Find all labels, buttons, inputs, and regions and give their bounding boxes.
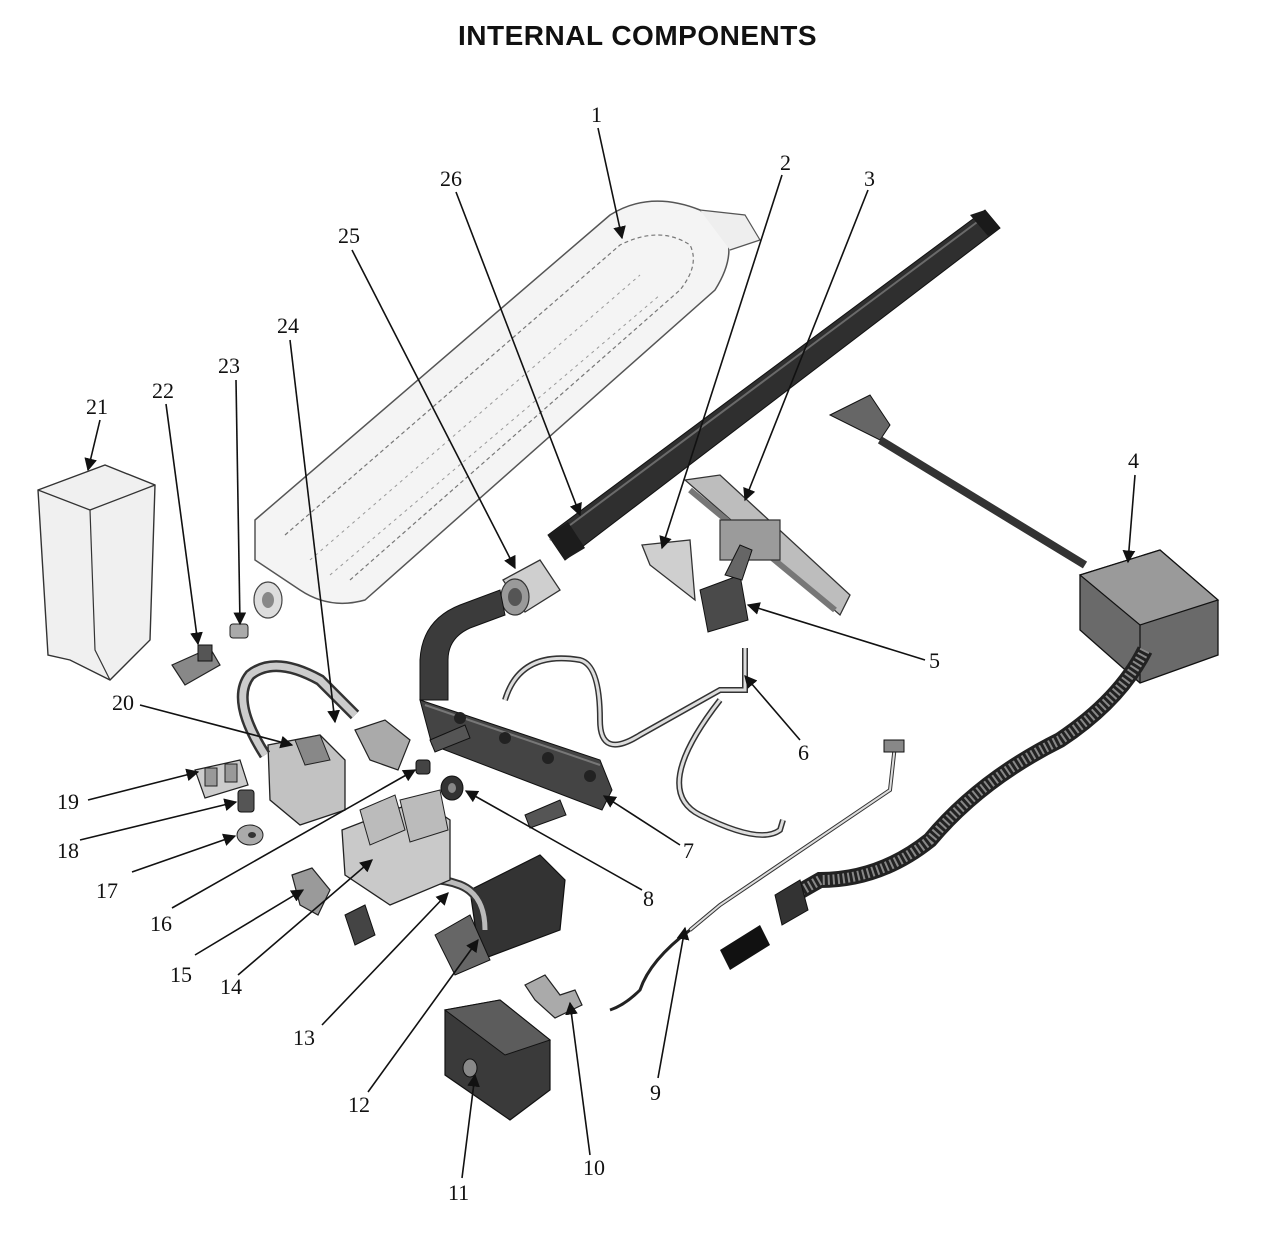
callout-15: 15 — [170, 962, 192, 987]
callout-4: 4 — [1128, 448, 1139, 473]
callout-24: 24 — [277, 313, 299, 338]
gas-valve — [341, 789, 451, 946]
valve-adapter — [237, 789, 255, 813]
callout-7: 7 — [683, 838, 694, 863]
callout-20: 20 — [112, 690, 134, 715]
leader-lines — [79, 127, 1136, 1179]
callout-19: 19 — [57, 789, 79, 814]
diagram-title: INTERNAL COMPONENTS — [458, 20, 817, 51]
gas-pipe — [547, 209, 1001, 561]
pilot-bracket — [683, 474, 851, 617]
callout-2: 2 — [780, 150, 791, 175]
callout-9: 9 — [650, 1080, 661, 1105]
flex-conduit — [774, 646, 1153, 926]
callout-13: 13 — [293, 1025, 315, 1050]
burner-tube — [253, 200, 761, 619]
callout-labels: 1 2 3 4 5 6 7 8 9 10 11 12 13 14 15 16 1… — [57, 102, 1139, 1205]
valve-nut — [236, 824, 264, 846]
heat-shield — [37, 464, 156, 681]
pilot-assembly — [699, 544, 753, 633]
callout-17: 17 — [96, 878, 118, 903]
callout-21: 21 — [86, 394, 108, 419]
pipe-coupling — [500, 559, 561, 616]
callout-22: 22 — [152, 378, 174, 403]
valve-elbow — [291, 867, 331, 916]
hose-elbow — [354, 719, 411, 771]
callout-16: 16 — [150, 911, 172, 936]
burner-orifice — [229, 623, 249, 639]
pressure-regulator — [236, 660, 360, 826]
orifice-fitting — [440, 775, 464, 801]
elbow-fitting — [524, 974, 583, 1019]
pilot-tubing — [502, 648, 786, 838]
callout-25: 25 — [338, 223, 360, 248]
callout-11: 11 — [448, 1180, 469, 1205]
small-nut — [415, 759, 431, 775]
spark-igniter — [434, 854, 566, 976]
callout-18: 18 — [57, 838, 79, 863]
tee-fitting — [194, 759, 249, 799]
callout-3: 3 — [864, 166, 875, 191]
callout-14: 14 — [220, 974, 242, 999]
callout-23: 23 — [218, 353, 240, 378]
thermocouple-lead — [609, 739, 905, 1012]
callout-6: 6 — [798, 740, 809, 765]
callout-12: 12 — [348, 1092, 370, 1117]
callout-8: 8 — [643, 886, 654, 911]
mounting-bracket — [641, 539, 696, 602]
callout-26: 26 — [440, 166, 462, 191]
callout-10: 10 — [583, 1155, 605, 1180]
control-module — [443, 999, 552, 1121]
shutoff-valve — [171, 644, 221, 686]
callout-1: 1 — [591, 102, 602, 127]
junction-box — [828, 394, 1220, 684]
callout-5: 5 — [929, 648, 940, 673]
